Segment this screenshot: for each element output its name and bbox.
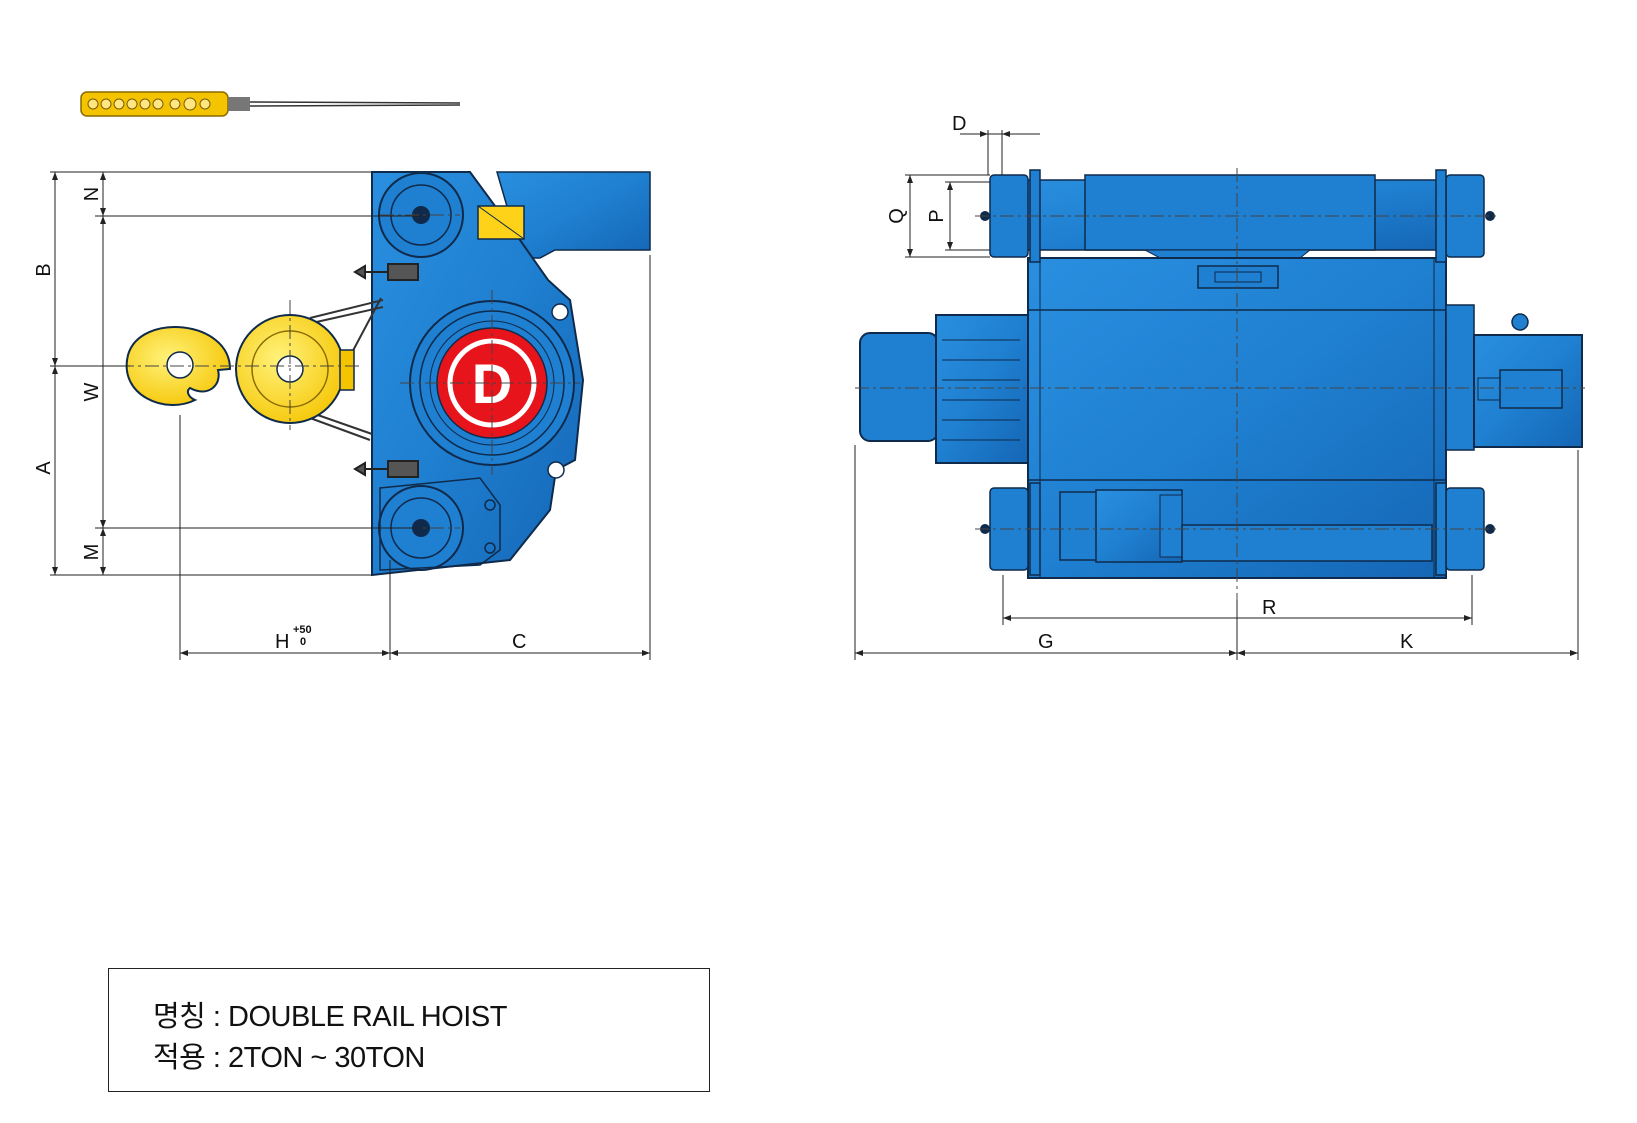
dim-label-a: A (33, 461, 55, 475)
dim-label-q: Q (886, 208, 908, 224)
dim-label-g: G (1038, 631, 1054, 653)
product-name-line: 명칭 : DOUBLE RAIL HOIST (153, 1001, 507, 1033)
dim-label-m: M (81, 544, 103, 561)
dim-label-k: K (1400, 631, 1414, 653)
dim-label-r: R (1262, 597, 1276, 619)
product-application-line: 적용 : 2TON ~ 30TON (153, 1042, 425, 1074)
dim-label-h: H (275, 631, 289, 653)
side-view: D (120, 171, 651, 577)
dim-label-h-tol-upper: +50 (293, 624, 312, 636)
dim-label-d: D (952, 113, 966, 135)
side-view-dimensions (50, 171, 651, 660)
pendant-switch-icon (80, 91, 461, 117)
dim-label-b: B (33, 263, 55, 276)
dim-label-h-tol-lower: 0 (300, 636, 306, 648)
dim-label-w: W (81, 382, 103, 401)
front-view (855, 168, 1585, 600)
dim-label-n: N (81, 187, 103, 201)
dim-label-p: P (926, 209, 948, 222)
dim-label-c: C (512, 631, 526, 653)
front-view-dimensions (854, 130, 1579, 660)
hook-icon (125, 314, 355, 424)
product-info-box: 명칭 : DOUBLE RAIL HOIST 적용 : 2TON ~ 30TON (108, 968, 710, 1092)
